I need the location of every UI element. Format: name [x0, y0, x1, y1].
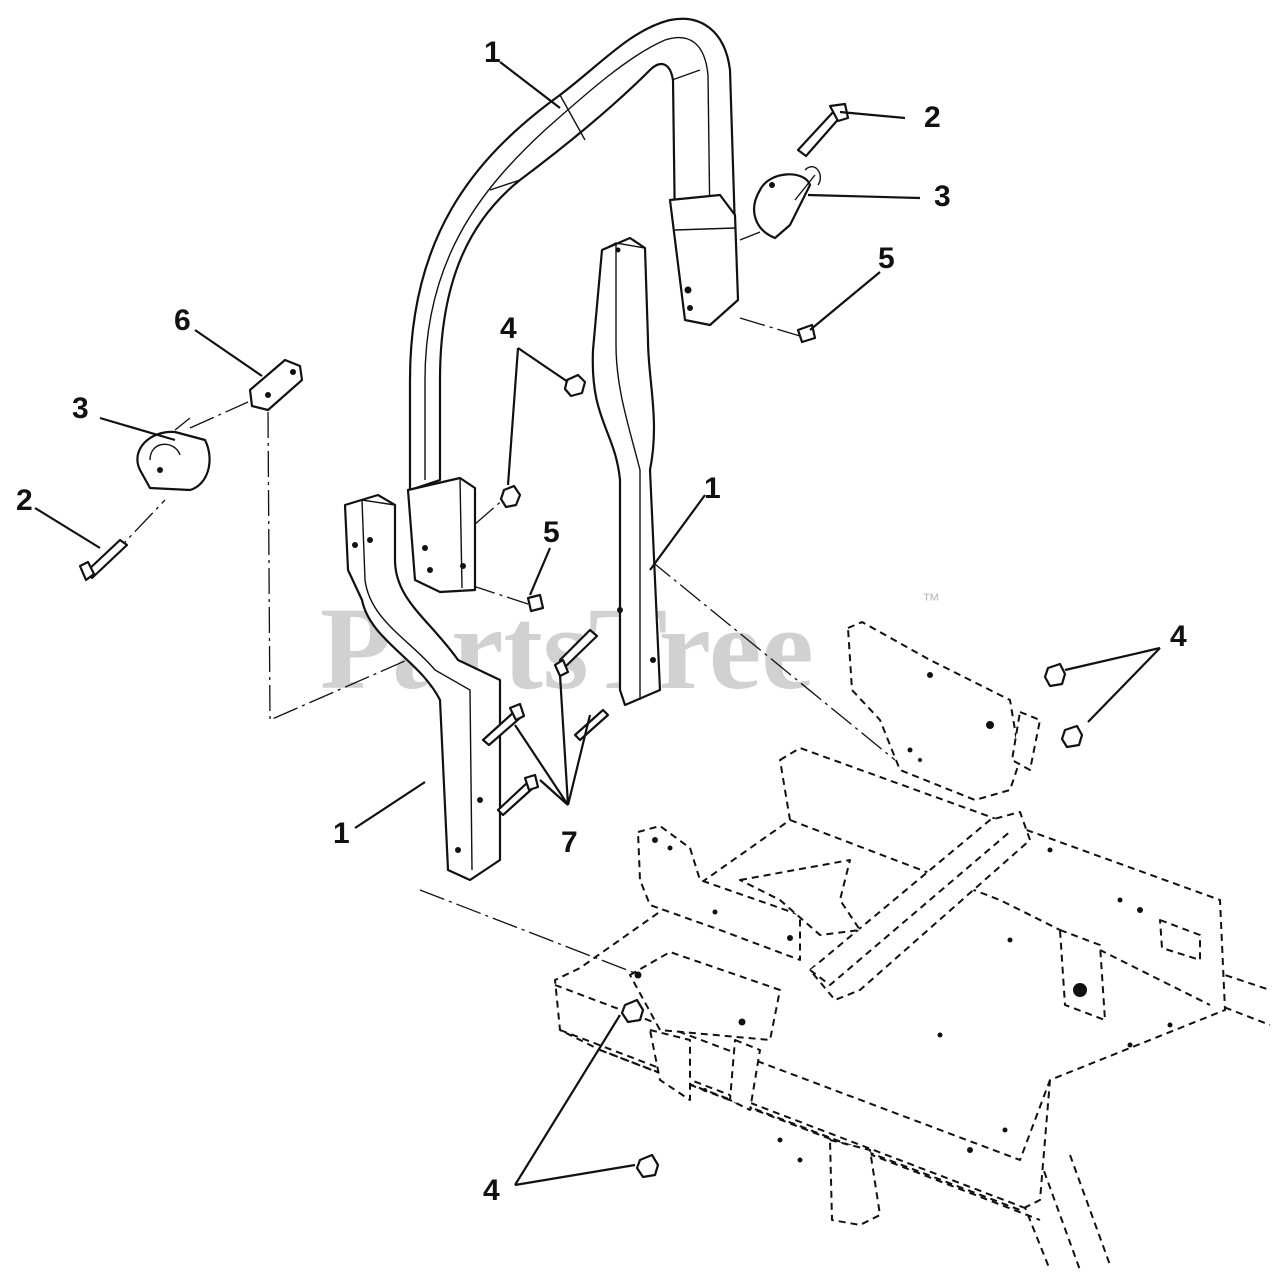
roll-bar-upper-hoop [406, 17, 740, 594]
callouts: 1 1 1 2 2 3 3 4 4 4 5 5 6 7 [16, 36, 1187, 1207]
watermark-trademark: ™ [922, 590, 940, 610]
callout-2-right: 2 [924, 101, 941, 134]
mower-frame [554, 621, 1271, 1271]
callout-6: 6 [174, 304, 191, 337]
roll-bar-left-upright [343, 493, 502, 882]
callout-2-left: 2 [16, 484, 33, 517]
callout-1-right: 1 [704, 472, 721, 505]
callout-3-left: 3 [72, 392, 89, 425]
roll-bar-right-upright [591, 236, 662, 707]
callout-4-right: 4 [1170, 620, 1187, 653]
callout-4-bottom: 4 [483, 1174, 500, 1207]
callout-4-upper: 4 [500, 312, 517, 345]
callout-7: 7 [561, 826, 578, 859]
callout-1-top: 1 [484, 36, 501, 69]
callout-5-right: 5 [878, 242, 895, 275]
callout-5-left: 5 [543, 516, 560, 549]
callout-1-left: 1 [333, 817, 350, 850]
leader-lines [34, 61, 1161, 1187]
callout-3-right: 3 [934, 180, 951, 213]
hardware [78, 102, 1084, 1179]
